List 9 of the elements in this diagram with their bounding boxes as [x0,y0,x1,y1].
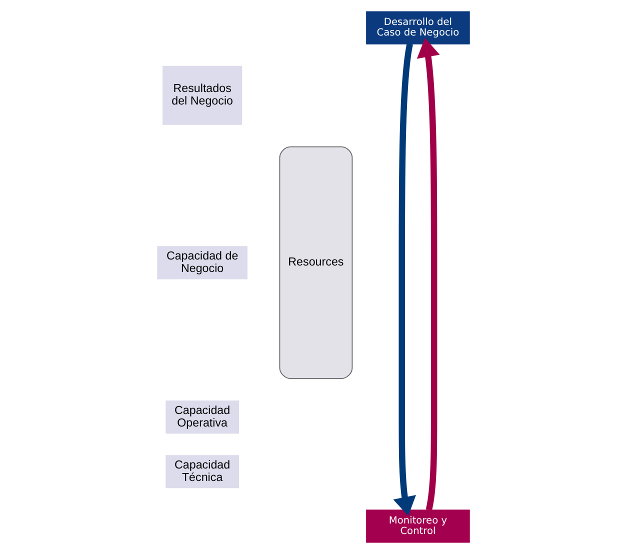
node-box: Resultados del Negocio [162,66,242,125]
node-box: Capacidad Técnica [165,455,238,488]
node-box: Desarrollo del Caso de Negocio [366,11,470,44]
node-box: Capacidad de Negocio [156,246,247,280]
node-box: Monitoreo y Control [366,510,470,543]
arrow [416,38,440,511]
arrow [392,43,416,516]
node-box: Capacidad Operativa [165,400,238,434]
node-box: Resources [278,146,352,379]
